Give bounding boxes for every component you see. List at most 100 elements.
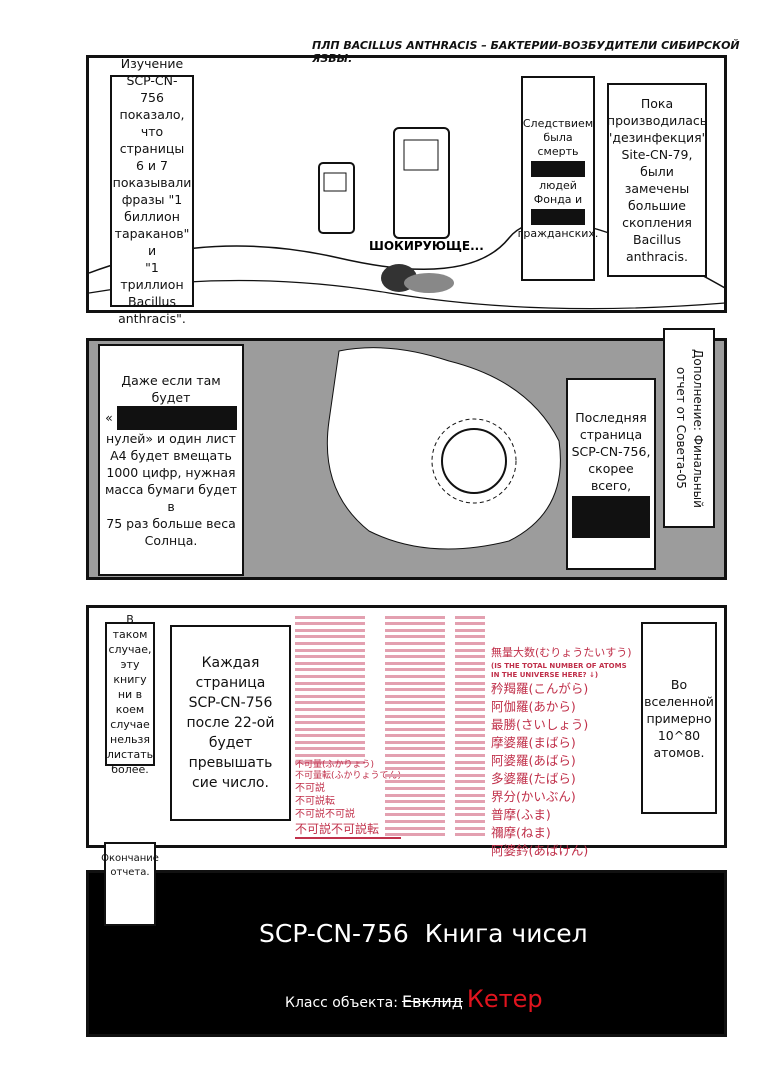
caption-line: показывали [112,175,192,190]
caption-line: В таком [112,612,148,641]
caption-line: людей [539,178,577,192]
number-name: 摩婆羅(まばら) [491,735,576,750]
redaction-bar [531,208,585,225]
caption-line: гражданских. [517,226,599,240]
scp-name: Книга чисел [424,919,588,948]
caption-line: были замечены [624,164,690,196]
caption-line: Во [670,676,688,692]
caption-line: случае, [108,642,152,656]
caption-line: примерно [646,710,712,726]
caption-line: фразы "1 [121,192,183,207]
caption-line: Фонда и [533,192,583,206]
caption-line: биллион [124,209,180,224]
caption-line: нельзя [110,732,150,746]
caption-line-redacted: « [105,405,237,430]
caption-line: после 22-ой [186,715,275,731]
object-class-line: Класс объекта: Евклид Кетер [285,985,543,1013]
caption-line: Bacillus [128,294,176,309]
caption-line: Пока [640,96,674,111]
caption-line: Даже если там будет [121,372,221,405]
caption-line: ни в коем [115,687,145,716]
caption-line: страница [579,426,643,442]
number-name: 普摩(ふま) [491,807,551,822]
caption-line: Окончание [101,853,159,864]
caption-line: Site-CN-79, [621,147,693,162]
caption-line: случае [110,717,150,731]
redaction-bar [572,495,650,538]
number-name: 不可量(ふかりょう) [295,760,375,770]
redaction-bar [116,405,237,430]
caption-line: сие число. [192,775,269,791]
panel-2: Даже если там будет « нулей» и один лист… [86,338,727,580]
caption-line: более. [111,762,149,776]
new-class: Кетер [466,985,543,1013]
number-name: 阿伽羅(あから) [491,699,576,714]
caption-box-addendum: Дополнение: Финальный отчет от Совета-05 [663,328,715,528]
caption-line: "1 триллион [120,260,184,292]
sun-in-space-illustration [326,347,561,550]
caption-line: Солнца. [144,532,198,548]
caption-line: скорее всего, [588,460,634,493]
caption-line: была смерть [537,130,579,158]
caption-line: anthracis". [118,311,186,326]
caption-line: Каждая [201,655,260,671]
number-name: 最勝(さいしょう) [491,717,589,732]
number-name: 不可説不可説転 [295,821,402,839]
caption-line: Последняя [575,409,647,425]
caption-line: Bacillus [633,232,681,247]
caption-line: скопления [622,215,692,230]
redaction-bar [531,160,585,177]
caption-box-paper-mass: Даже если там будет « нулей» и один лист… [98,344,244,576]
caption-line: эту книгу [113,657,147,686]
number-names-small-list [295,612,365,767]
caption-line: листать [106,747,154,761]
caption-line: 10^80 [657,727,701,743]
caption-line: SCP-CN-756 [188,695,273,711]
number-name: 禰摩(ねま) [491,825,551,840]
number-names-column-3 [455,612,485,840]
number-name: 多婆羅(たばら) [491,771,576,786]
caption-line: Следствием [522,116,594,130]
number-name: 阿婆羅(あばら) [491,753,576,768]
object-class-label: Класс объекта: [285,995,398,1011]
number-name: 不可説不可説 [295,809,355,820]
caption-line: 1000 цифр, нужная [106,464,236,480]
caption-line: SCP-CN-756 [126,73,178,105]
caption-line: производилась [606,113,708,128]
caption-box-end-of-report: Окончание отчета. [101,842,159,926]
number-names-large-right: 無量大数(むりょうたいすう) (IS THE TOTAL NUMBER OF A… [491,644,636,860]
number-name: 不可説転 [295,796,335,807]
caption-line: Изучение [120,56,184,71]
number-name: 矜羯羅(こんがら) [491,681,589,696]
caption-line: большие [628,198,686,213]
scp-title: SCP-CN-756 Книга чисел [259,919,588,948]
caption-line: anthracis. [625,249,689,264]
number-name: 阿婆鈐(あばけん) [491,843,589,858]
old-class: Евклид [401,992,463,1011]
number-name: 界分(かいぶん) [491,789,576,804]
number-names-large-list: 不可量(ふかりょう) 不可量転(ふかりょうてん) 不可説 不可説転 不可説不可説… [295,760,402,839]
caption-line: атомов. [653,744,705,760]
caption-line: страницы 6 и 7 [119,141,185,173]
caption-line: вселенной [644,693,714,709]
number-name: 無量大数(むりょうたいすう) [491,646,632,659]
scp-id: SCP-CN-756 [259,919,409,948]
caption-line: А4 будет вмещать [110,447,232,463]
snow-scene-illustration [89,127,725,310]
caption-line: будет [208,735,253,751]
number-name: 不可説 [295,783,325,794]
atoms-note: (IS THE TOTAL NUMBER OF ATOMS IN THE UNI… [491,662,627,679]
caption-line: нулей» и один лист [106,430,236,446]
caption-line: превышать [188,755,273,771]
caption-line: отчета. [110,867,150,878]
number-names-column-2 [385,612,445,840]
